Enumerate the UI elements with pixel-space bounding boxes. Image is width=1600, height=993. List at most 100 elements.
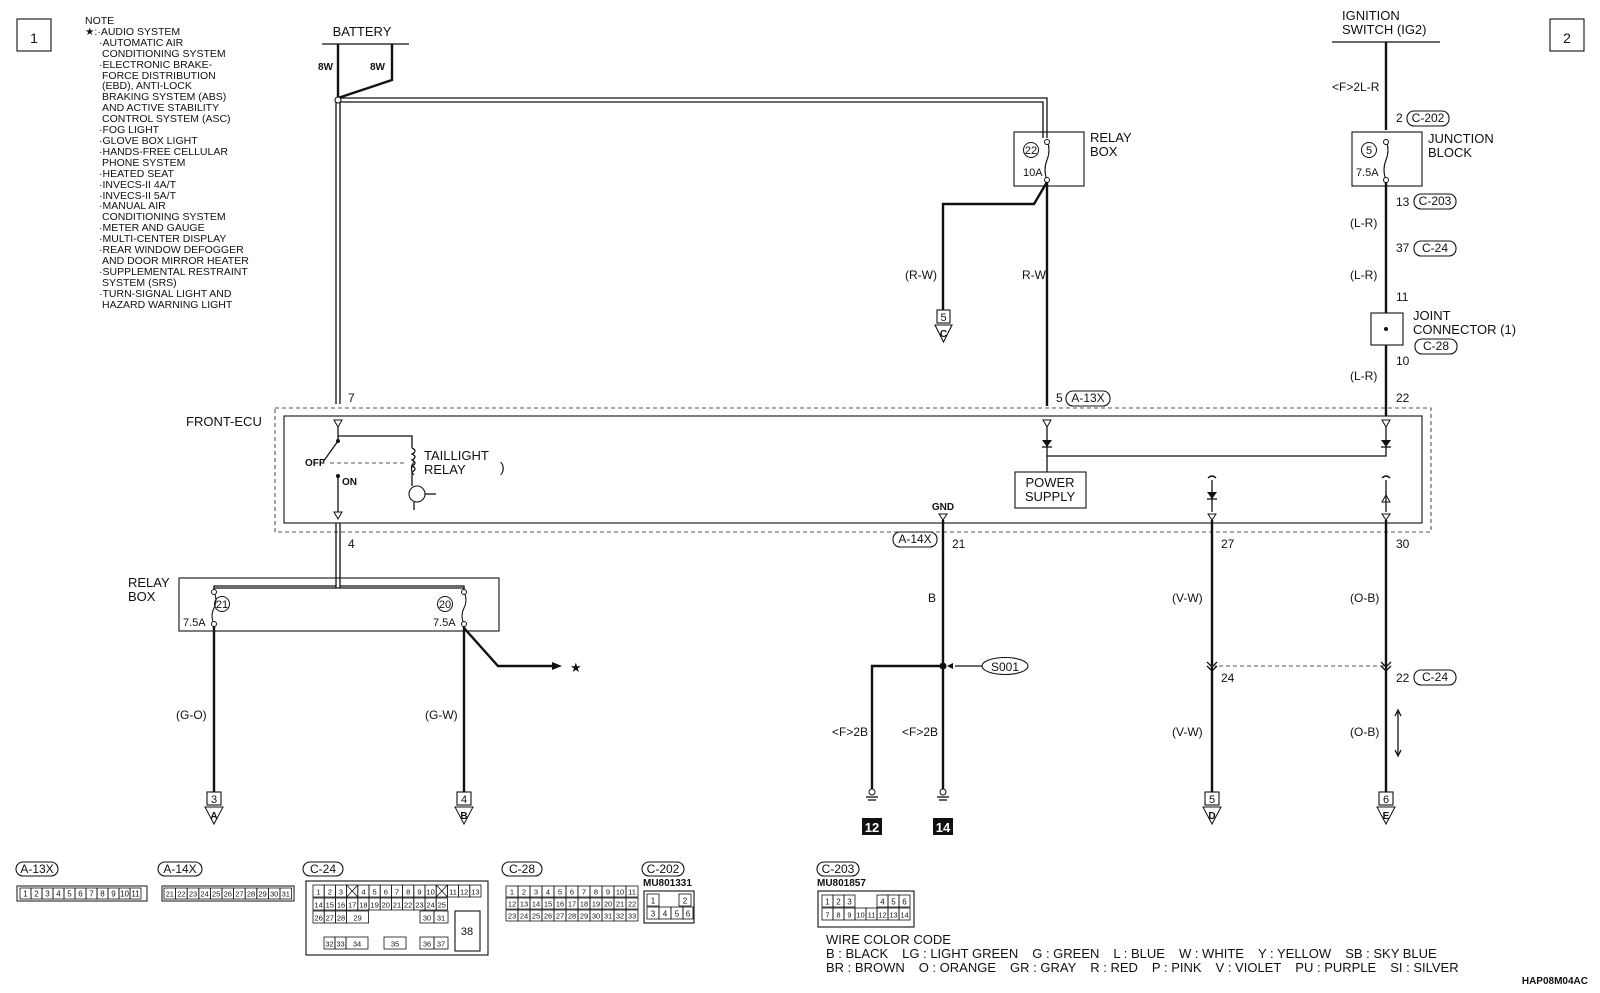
pin-number: 3 [45, 890, 50, 899]
pin-number: 8 [100, 890, 105, 899]
fuse-21-rating: 7.5A [183, 617, 206, 629]
fuse-22-symbol [1044, 139, 1050, 181]
pin-number: 21 [166, 890, 174, 899]
pin-number: 2 [328, 888, 332, 897]
bidir-arrow-heads [1394, 708, 1402, 758]
pin-cell [129, 887, 142, 900]
ground-14-terminal [939, 788, 947, 796]
taillight-relay-label-1: TAILLIGHT [424, 448, 489, 463]
relay-bottom-bus-b [340, 585, 465, 590]
ecu-term-22 [1381, 419, 1391, 429]
wire-r-w-branch [941, 181, 1049, 310]
pin-number: 9 [111, 890, 116, 899]
pin-number: 24 [200, 890, 208, 899]
wire-l-r-2-label: (L-R) [1350, 268, 1377, 282]
note-item: CONTROL SYSTEM (ASC) [102, 113, 231, 126]
pin-number: 35 [391, 940, 399, 949]
wire-color-entry: SI : SILVER [1390, 960, 1459, 975]
pin-number: 33 [628, 912, 636, 921]
wire-l-r-3-label: (L-R) [1350, 369, 1377, 383]
wire-l-r-1-label: (L-R) [1350, 216, 1377, 230]
pin-cell [646, 893, 660, 907]
joint-connector-label-2: CONNECTOR (1) [1413, 322, 1516, 337]
fuse-20-rating: 7.5A [433, 617, 456, 629]
wire-color-entry: B : BLACK [826, 946, 889, 961]
pin-number: 37 [437, 940, 445, 949]
wire-f-2b-12-label: <F>2B [832, 725, 868, 739]
pin-cell [345, 936, 369, 950]
pin-number: 11 [449, 888, 457, 897]
battery-wire-b-label: 8W [370, 62, 386, 73]
relay-coil [410, 447, 416, 473]
ecu-term-4 [333, 511, 343, 521]
power-supply-box [1014, 471, 1087, 509]
pin-cell [678, 893, 692, 907]
battery-feed-line-1 [336, 97, 1048, 138]
pin-number: 18 [359, 901, 367, 910]
fuse-20-terminal-bottom [461, 621, 467, 627]
fuse-5-rating: 7.5A [1356, 167, 1379, 179]
ground-12-box [862, 818, 882, 835]
fuse-22-terminal-bottom [1044, 177, 1050, 183]
pin-cell [346, 910, 370, 924]
note-item: ·AUTOMATIC AIR [99, 36, 184, 49]
pin-cell [469, 884, 482, 898]
conn-c28-label: C-28 [1423, 339, 1449, 353]
ref-3a-letter: A [210, 811, 217, 822]
sheet-number-left-box [16, 18, 52, 52]
pin-cell [682, 906, 694, 920]
relay-transistor [408, 485, 426, 503]
conn-c24-label-top: C-24 [1422, 241, 1448, 255]
pin-empty-cross [346, 884, 359, 898]
ignition-label-1: IGNITION [1342, 8, 1400, 23]
pin-number: 34 [353, 940, 361, 949]
pin-number: 22 [404, 901, 412, 910]
wire-g-o-label: (G-O) [176, 708, 207, 722]
ref-4b-number: 4 [461, 794, 467, 806]
pin-number: 31 [437, 914, 445, 923]
joint-connector-dot [1384, 327, 1388, 331]
connector-c24-name: C-24 [310, 862, 336, 876]
pin-number: 6 [570, 888, 574, 897]
relay-box-bottom [178, 577, 500, 632]
wire-b-label: B [928, 591, 936, 605]
pin-number: 4 [56, 890, 61, 899]
pin-number: 1 [651, 897, 656, 906]
conn-c24-tag-bottom [1413, 669, 1457, 686]
pin-number: 24 [426, 901, 434, 910]
ground-14-box [933, 818, 953, 835]
pin-2: 2 [1396, 111, 1403, 125]
pin-number: 5 [67, 890, 72, 899]
conn-c203-tag [1413, 193, 1457, 210]
wire-r-w-branch-label: (R-W) [905, 268, 937, 282]
pin-number: 2 [836, 898, 841, 907]
note-title: NOTE [85, 15, 115, 27]
pin-number: 6 [384, 888, 388, 897]
pin-number: 4 [663, 910, 668, 919]
pin-number: 32 [616, 912, 624, 921]
battery-wire-a-label: 8W [318, 62, 334, 73]
connector-a14x-name: A-14X [163, 862, 196, 876]
pin-number: 28 [247, 890, 255, 899]
pin-11: 11 [1396, 290, 1409, 304]
ground-12-terminal [868, 788, 876, 796]
relay-box-bottom-label-2: BOX [128, 589, 156, 604]
fuse-21-terminal-top [211, 589, 217, 595]
relay-box-top-label-2: BOX [1090, 144, 1118, 159]
pin-empty-cross [435, 884, 448, 898]
pin-37: 37 [1396, 241, 1410, 255]
relay-off-label: OFF [305, 458, 325, 469]
connector-c203-name: C-203 [822, 862, 855, 876]
pin-number: 22 [628, 900, 636, 909]
junction-block-label-2: BLOCK [1428, 145, 1472, 160]
power-supply-label-1: POWER [1025, 475, 1074, 490]
note-item: ·HANDS-FREE CELLULAR [99, 145, 228, 158]
pin-number: 27 [326, 914, 334, 923]
pin-number: 12 [460, 888, 468, 897]
